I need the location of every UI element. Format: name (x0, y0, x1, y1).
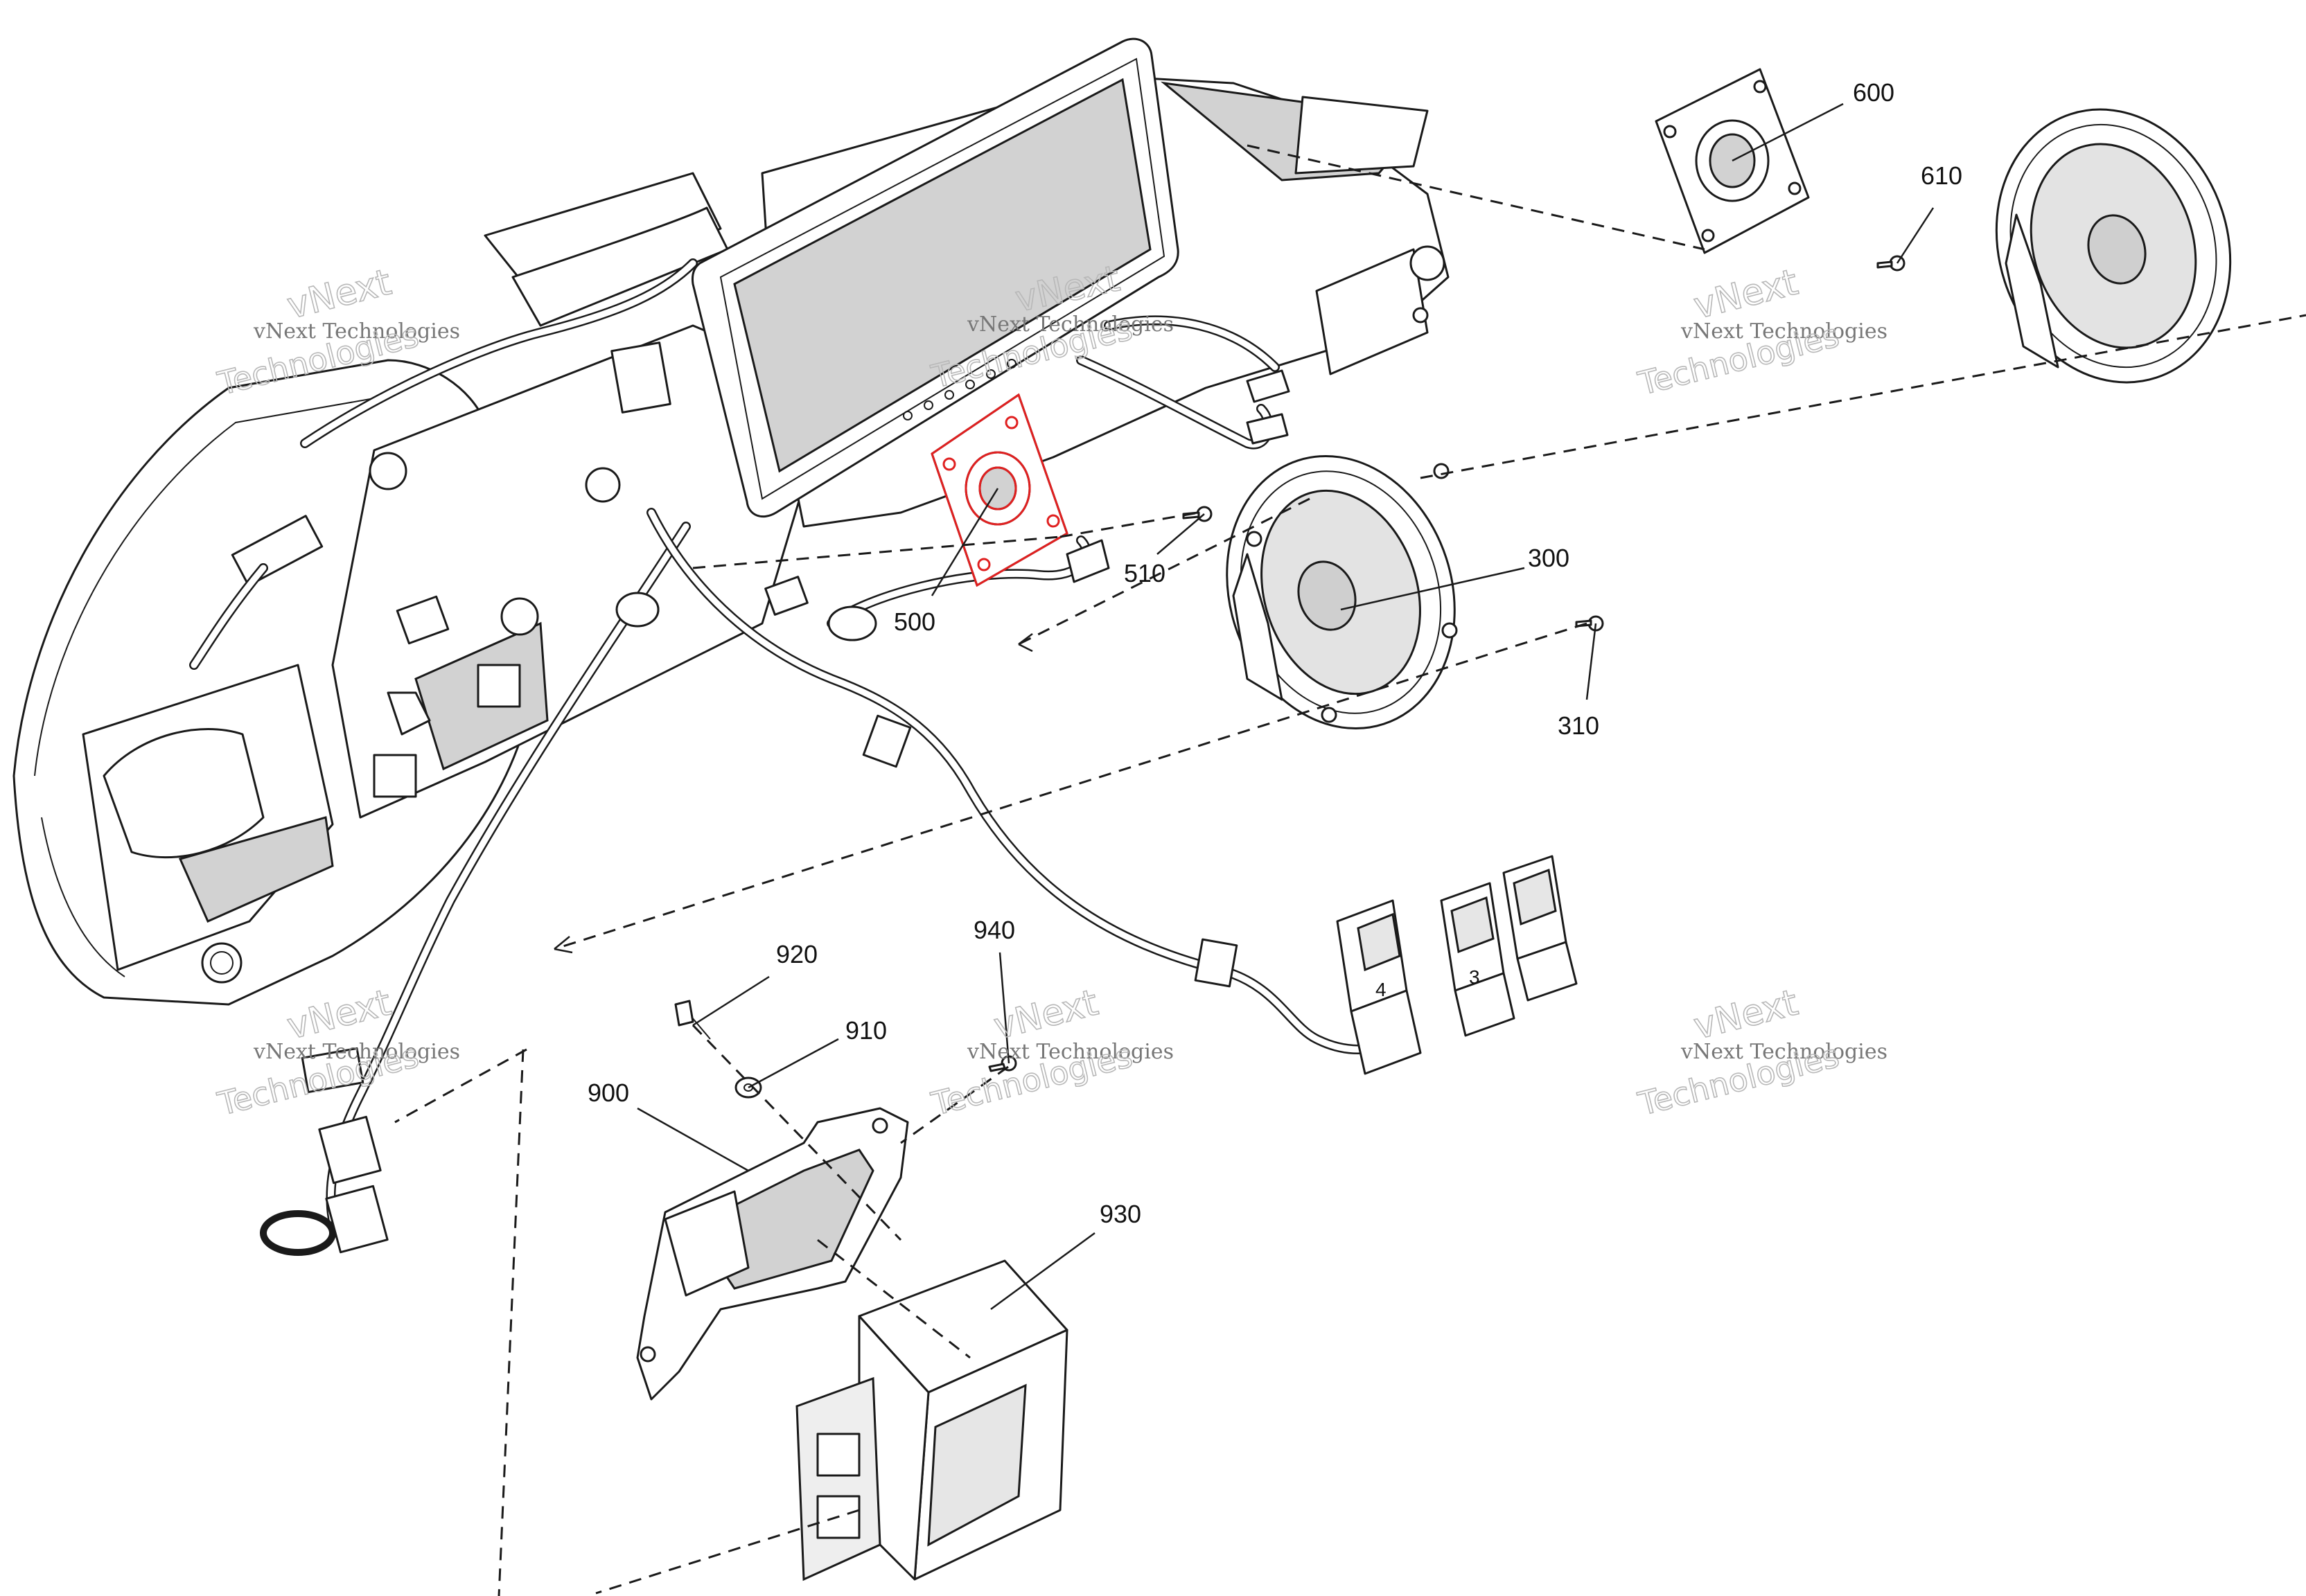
callout-500: 500 (894, 608, 935, 636)
callout-900: 900 (588, 1079, 629, 1107)
callout-920: 920 (776, 940, 818, 968)
switch-number-4: 4 (1375, 979, 1387, 1000)
watermark-bottom-right: vNext vNext Technologies Technologies (1634, 982, 1887, 1124)
callout-510: 510 (1124, 559, 1165, 587)
watermark-vnext: vNext (990, 982, 1102, 1048)
watermark-text: vNext Technologies (253, 319, 460, 344)
leader-lines (637, 103, 1935, 1311)
watermark-text: vNext Technologies (1680, 1040, 1887, 1064)
watermark-vnext: vNext (1690, 982, 1802, 1048)
watermark-bottom-center: vNext vNext Technologies Technologies (927, 982, 1174, 1124)
display-buttons (903, 359, 1016, 420)
callout-910: 910 (845, 1016, 887, 1045)
part-600-tweeter-plate (1655, 68, 1810, 254)
display-screen: vNext (692, 37, 1179, 518)
watermark-top-right: vNext vNext Technologies Technologies (1634, 261, 1887, 403)
switch-number-3: 3 (1469, 966, 1480, 988)
part-300-speaker (1226, 454, 1458, 730)
watermark-vnext: vNext (1690, 262, 1802, 328)
callout-600: 600 (1853, 78, 1894, 107)
rocker-switches: 4 3 (1336, 855, 1578, 1075)
callout-300: 300 (1528, 544, 1569, 572)
part-310-screw (1575, 615, 1604, 632)
watermark-bottom-left: vNext vNext Technologies Technologies (213, 982, 460, 1124)
part-920-bolt (674, 1000, 711, 1040)
part-900-bracket (636, 1107, 909, 1401)
wiring-harness (189, 258, 1405, 1256)
watermark-text: vNext Technologies (967, 1040, 1174, 1064)
callout-310: 310 (1558, 711, 1599, 740)
callout-940: 940 (974, 916, 1015, 944)
part-610-screw (1876, 255, 1905, 272)
watermark-vnext: vNext (283, 982, 396, 1048)
part-930-module (795, 1259, 1068, 1581)
callout-610: 610 (1921, 161, 1962, 190)
part-500-mount-plate (931, 393, 1068, 587)
watermark-text: vNext Technologies (967, 312, 1174, 337)
callout-labels: 600 610 300 310 510 500 920 910 940 900 … (588, 78, 1962, 1228)
watermark-vnext: vNext (283, 262, 396, 328)
right-speaker (1995, 108, 2232, 384)
assembly-lines (394, 144, 2306, 1596)
watermark-text: vNext Technologies (1680, 319, 1887, 344)
watermark-text: vNext Technologies (253, 1040, 460, 1064)
callout-930: 930 (1100, 1200, 1141, 1228)
